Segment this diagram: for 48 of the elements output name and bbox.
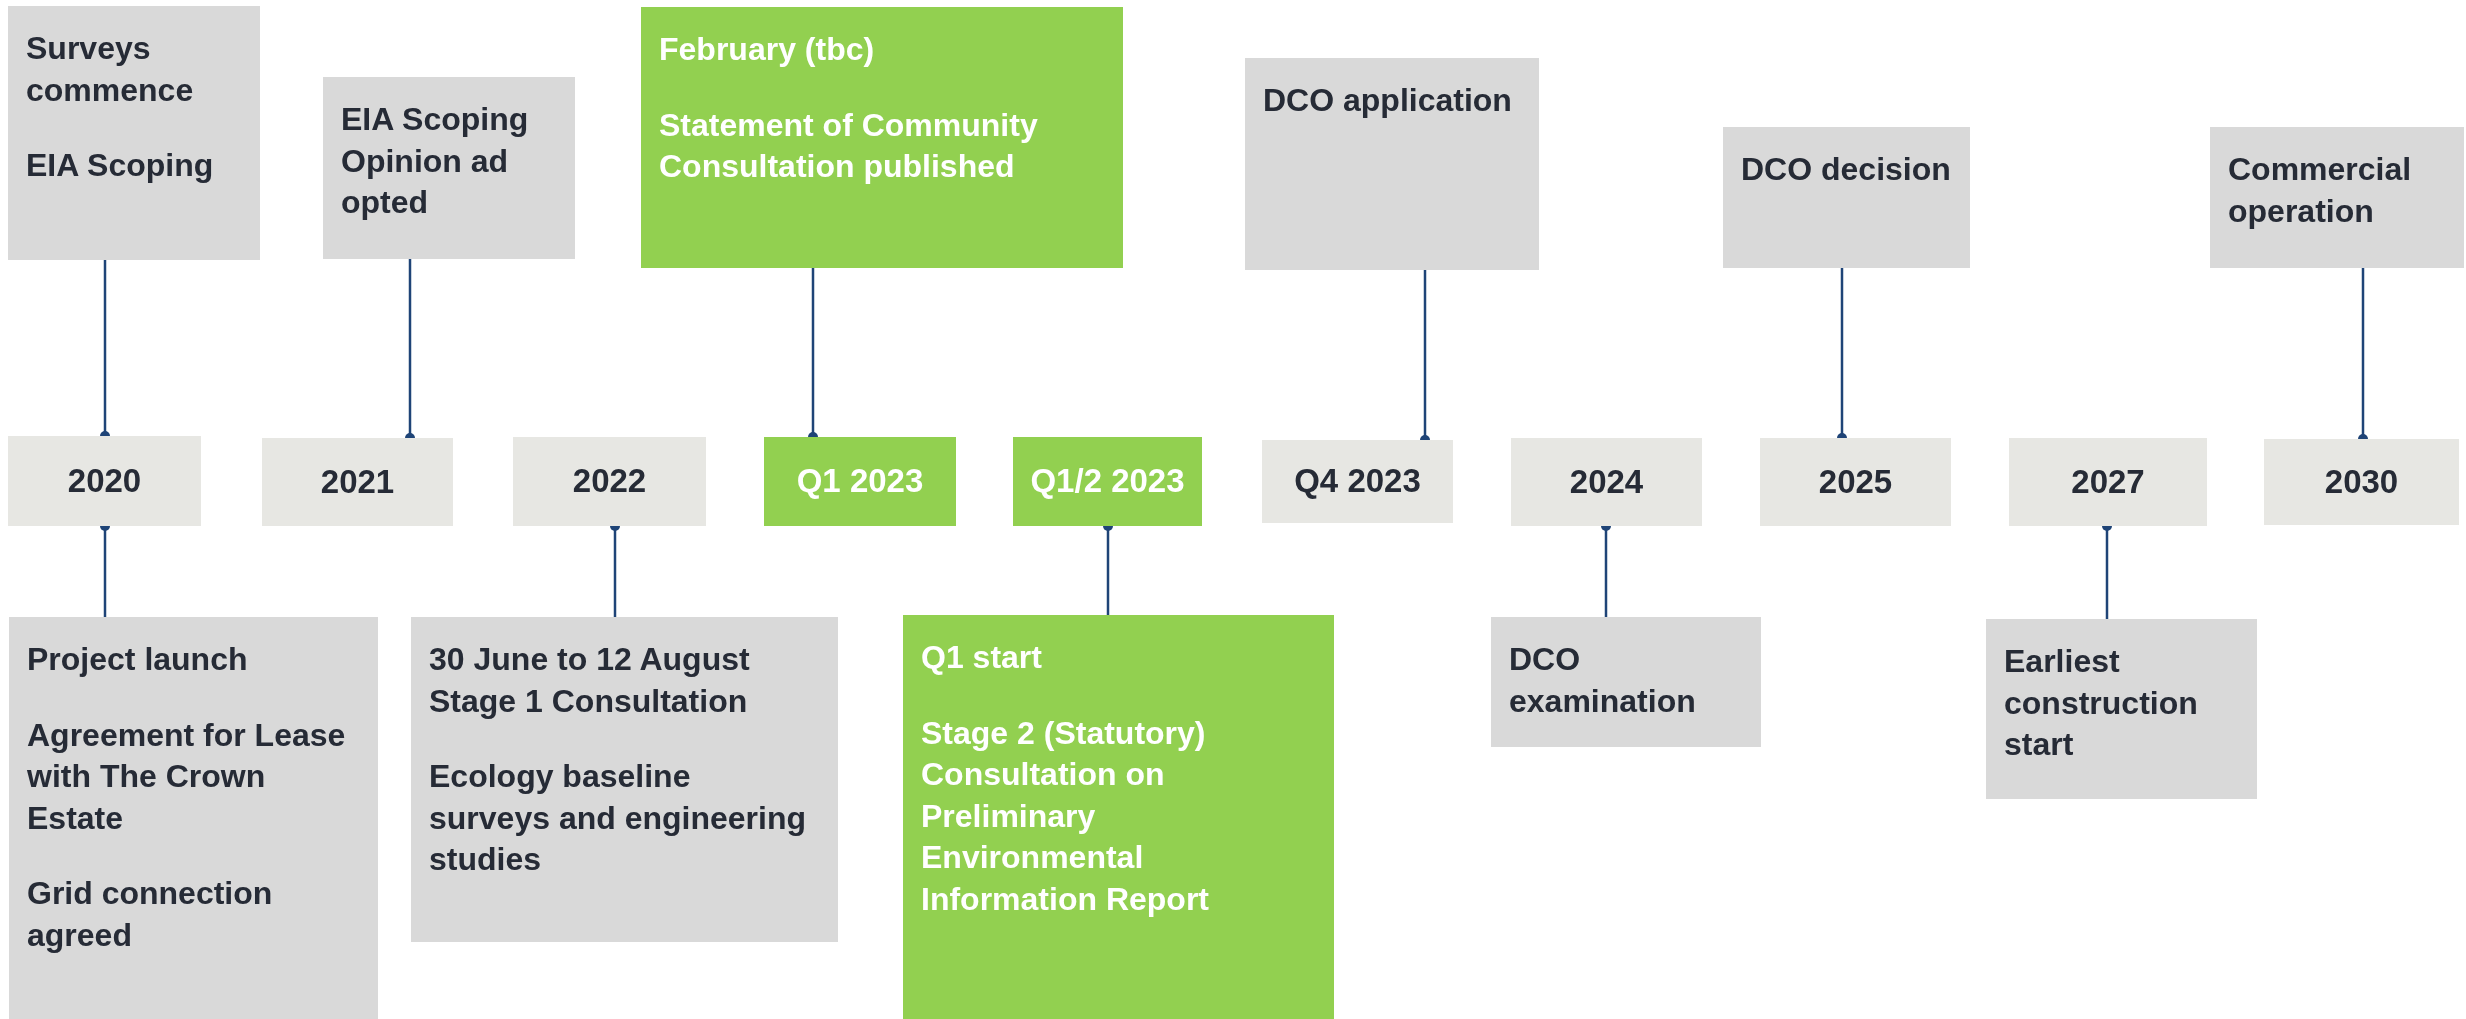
milestone-box	[9, 617, 378, 1019]
year-box	[8, 436, 201, 526]
year-box	[1511, 438, 1702, 526]
year-label: 2020	[67, 463, 142, 499]
milestone-text: EIA Scoping Opinion ad opted	[341, 100, 530, 223]
milestone-text: Statement of Community Consultation published	[659, 105, 1039, 187]
milestone-box	[903, 615, 1334, 1019]
year-label: 2030	[2324, 464, 2399, 500]
milestone-box	[1723, 127, 1970, 268]
milestone-text: DCO application	[1263, 81, 1513, 120]
year-label: 2024	[1569, 464, 1644, 500]
milestone-box	[1491, 617, 1761, 747]
year-label: 2025	[1818, 464, 1893, 500]
milestone-text: Project launch	[27, 640, 249, 679]
milestone-text: Ecology baseline surveys and engineering studies	[429, 757, 807, 880]
milestone-text: EIA Scoping	[26, 146, 215, 186]
year-label: 2022	[572, 464, 647, 499]
year-box	[1262, 440, 1453, 523]
milestone-box	[1986, 619, 2257, 799]
milestone-text: Surveys commence	[26, 29, 195, 110]
year-label: Q1/2 2023	[1030, 464, 1185, 499]
milestone-box	[2210, 127, 2464, 268]
milestone-text: DCO decision	[1741, 150, 1952, 189]
milestone-text: Q1 start	[921, 638, 1043, 677]
milestone-box	[8, 6, 260, 260]
year-box	[262, 438, 453, 526]
milestone-text: February (tbc)	[659, 30, 876, 69]
year-label: 2027	[2071, 464, 2145, 500]
milestone-box	[1245, 58, 1539, 270]
year-box	[764, 437, 956, 526]
milestone-text: DCO examination	[1509, 640, 1697, 721]
year-label: Q4 2023	[1294, 464, 1421, 499]
year-label: Q1 2023	[796, 464, 924, 499]
year-box	[1760, 438, 1951, 526]
year-box	[2009, 438, 2207, 526]
milestone-text: Agreement for Lease with The Crown Estate	[27, 715, 347, 838]
year-box	[2264, 439, 2459, 525]
year-box	[513, 437, 706, 526]
year-label: 2021	[320, 464, 395, 500]
milestone-text: 30 June to 12 August Stage 1 Consultation	[429, 640, 751, 721]
milestone-box	[323, 77, 575, 259]
milestone-box	[411, 617, 838, 942]
milestone-text: Grid connection agreed	[27, 874, 274, 955]
milestone-text: Commercial operation	[2228, 150, 2413, 231]
year-box	[1013, 437, 1202, 526]
milestone-text: Earliest construction start	[2004, 642, 2199, 765]
milestone-box	[641, 7, 1123, 268]
milestone-text: Stage 2 (Statutory) Consultation on Preliminary Environmental Information Report	[921, 713, 1210, 919]
